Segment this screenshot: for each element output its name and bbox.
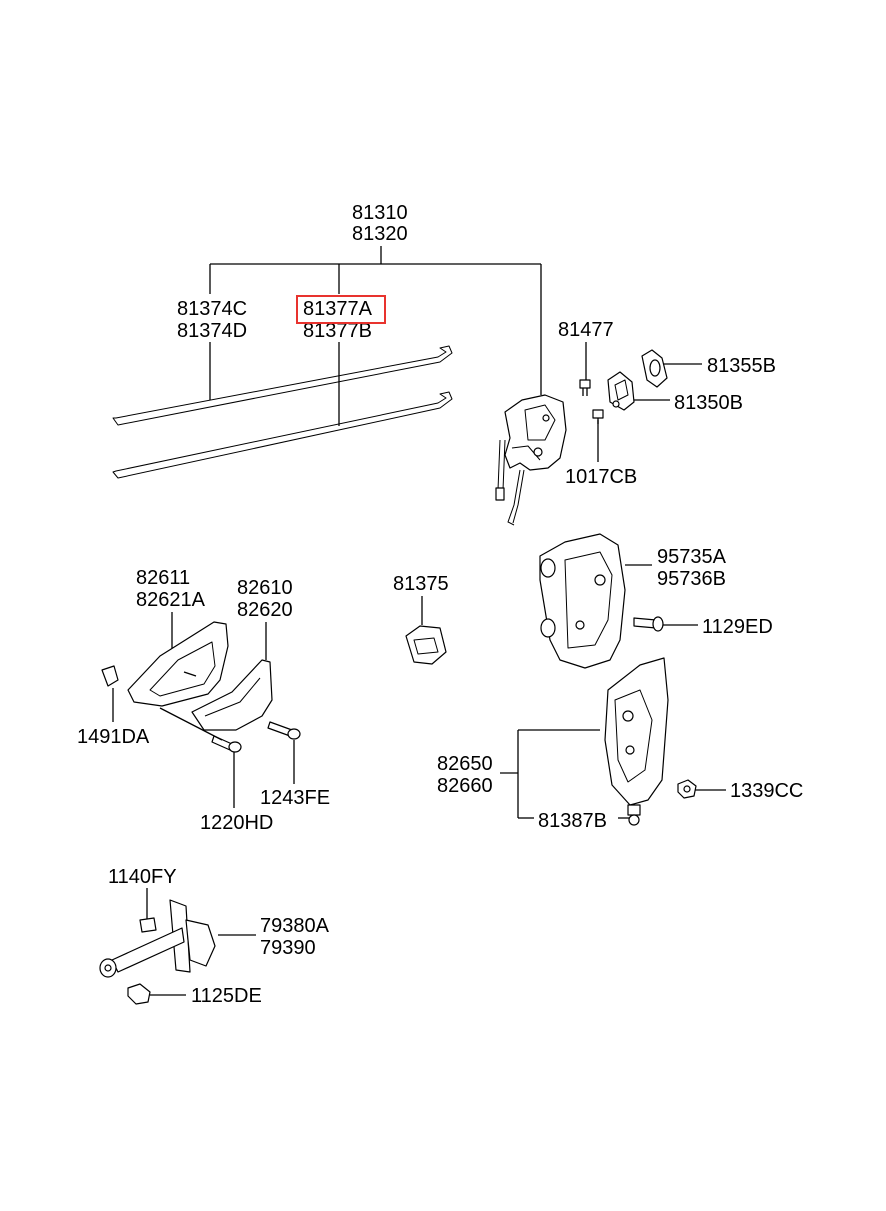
label-82610: 82610 — [237, 577, 293, 599]
handle-bezel — [191, 659, 273, 731]
label-81377B: 81377B — [303, 320, 372, 342]
label-95736B: 95736B — [657, 568, 726, 590]
outside-handle-82650 — [604, 657, 669, 826]
label-81387B: 81387B — [538, 810, 607, 832]
label-1129ED: 1129ED — [702, 616, 773, 638]
latch-cover-95735A — [539, 533, 626, 669]
nut-1339CC — [677, 779, 697, 799]
label-82650: 82650 — [437, 753, 493, 775]
label-79390: 79390 — [260, 937, 316, 959]
label-81350B: 81350B — [674, 392, 743, 414]
screw-1220HD — [211, 735, 242, 753]
striker-81350B — [607, 371, 635, 411]
label-81355B: 81355B — [707, 355, 776, 377]
label-81374C: 81374C — [177, 298, 247, 320]
door-checker — [99, 899, 216, 978]
part-labels: 81310 81320 81374C 81374D 81377A 81377B … — [77, 202, 803, 1007]
label-1017CB: 1017CB — [565, 466, 637, 488]
label-81320: 81320 — [352, 223, 408, 245]
bolt-1140FY — [139, 917, 157, 933]
label-1339CC: 1339CC — [730, 780, 803, 802]
label-95735A: 95735A — [657, 546, 727, 568]
label-1220HD: 1220HD — [200, 812, 273, 834]
label-82660: 82660 — [437, 775, 493, 797]
pad-81355B — [641, 349, 668, 388]
label-81477: 81477 — [558, 319, 614, 341]
highlight-box-81377A — [296, 295, 386, 324]
label-1491DA: 1491DA — [77, 726, 150, 748]
screw-1243FE — [267, 721, 301, 740]
bolt-1129ED — [633, 616, 664, 632]
door-latch-assembly — [495, 394, 567, 526]
label-81374D: 81374D — [177, 320, 247, 342]
inside-handle — [127, 621, 229, 707]
label-81310: 81310 — [352, 202, 408, 224]
label-1140FY: 1140FY — [108, 866, 177, 888]
label-1243FE: 1243FE — [260, 787, 330, 809]
label-1125DE: 1125DE — [191, 985, 262, 1007]
screw-1017CB — [592, 409, 604, 424]
label-81377A: 81377A — [303, 298, 373, 320]
door-rods — [112, 345, 453, 479]
clip-81375 — [405, 625, 447, 665]
clip-1491DA — [101, 665, 119, 687]
label-82620: 82620 — [237, 599, 293, 621]
label-82621A: 82621A — [136, 589, 206, 611]
leader-lines — [112, 246, 726, 996]
label-81375: 81375 — [393, 573, 449, 595]
label-82611: 82611 — [136, 567, 190, 589]
label-79380A: 79380A — [260, 915, 330, 937]
bolt-1125DE — [127, 983, 151, 1005]
bolt-81477 — [579, 379, 591, 396]
